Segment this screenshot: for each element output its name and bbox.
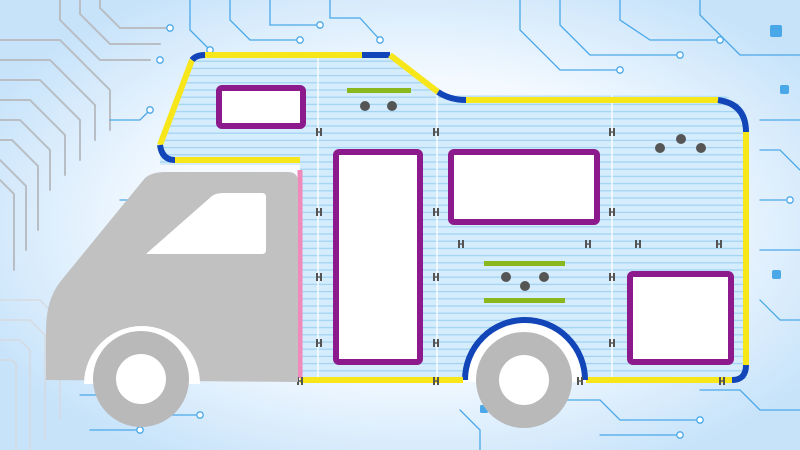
rear-wheel xyxy=(476,332,572,428)
front-wheel xyxy=(93,331,189,427)
overcab-window xyxy=(216,85,306,129)
entry-door xyxy=(333,149,423,365)
panel-seams xyxy=(317,55,613,382)
rear-window xyxy=(627,271,734,365)
side-window xyxy=(448,149,600,225)
body-frame xyxy=(157,52,749,383)
indicator-center xyxy=(484,261,565,303)
cab-window xyxy=(146,193,266,254)
wheel-icon xyxy=(93,331,572,428)
indicator-right xyxy=(655,134,706,153)
indicator-top xyxy=(347,88,411,111)
camper-body xyxy=(157,52,749,385)
